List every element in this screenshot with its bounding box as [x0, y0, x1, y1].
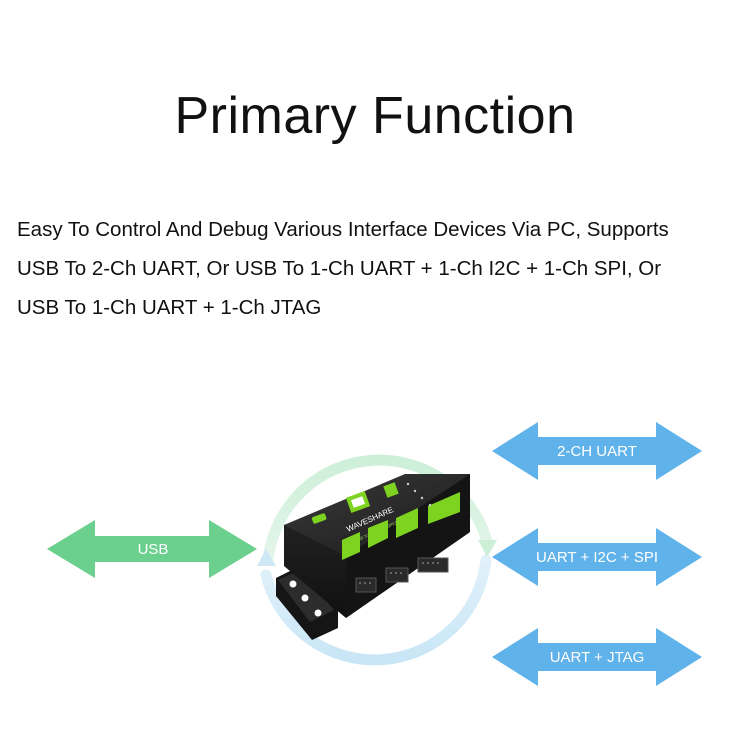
- uart-jtag-arrow-label: UART + JTAG: [550, 649, 645, 666]
- uart-i2c-spi-arrow: UART + I2C + SPI: [492, 528, 702, 586]
- ring-arrowhead-icon: [257, 549, 276, 566]
- uart-i2c-spi-arrow-label: UART + I2C + SPI: [536, 549, 658, 566]
- ring-arrowhead-icon: [478, 540, 497, 557]
- page-title: Primary Function: [174, 87, 576, 145]
- description-line: USB To 2-Ch UART, Or USB To 1-Ch UART + …: [17, 257, 662, 280]
- usb-arrow: USB: [47, 520, 257, 578]
- description-line: Easy To Control And Debug Various Interf…: [17, 218, 669, 241]
- device-illustration: WAVESHARE USB TO UART/I2C/SPI/JTAG: [276, 474, 470, 640]
- uart-jtag-arrow: UART + JTAG: [492, 628, 702, 686]
- usb-arrow-label: USB: [138, 541, 169, 558]
- description-line: USB To 1-Ch UART + 1-Ch JTAG: [17, 296, 322, 319]
- description: Easy To Control And Debug Various Interf…: [17, 210, 742, 327]
- uart2-arrow-label: 2-CH UART: [557, 443, 637, 460]
- uart2-arrow: 2-CH UART: [492, 422, 702, 480]
